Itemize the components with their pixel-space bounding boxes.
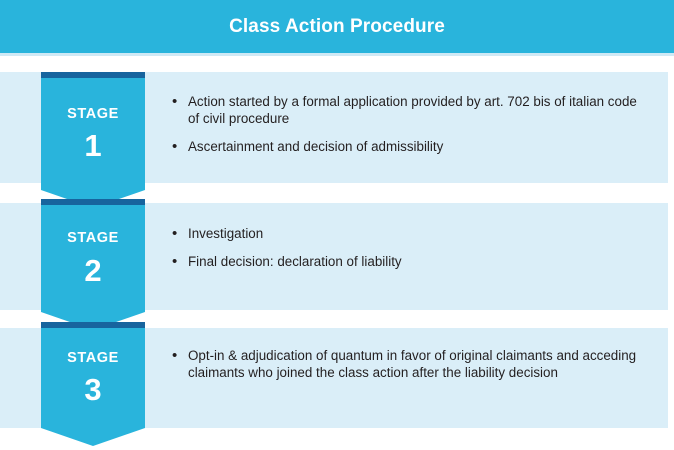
bullet-text: Ascertainment and decision of admissibil… (188, 139, 444, 154)
list-item: • Action started by a formal application… (172, 93, 650, 127)
header-banner: Class Action Procedure (0, 0, 674, 53)
bullet-text: Investigation (188, 226, 264, 241)
stage-content-3: • Opt-in & adjudication of quantum in fa… (172, 347, 650, 381)
stage-content-1: • Action started by a formal application… (172, 93, 650, 155)
bullet-text: Final decision: declaration of liability (188, 254, 402, 269)
page-title: Class Action Procedure (229, 16, 445, 37)
bullet-dot-icon: • (172, 93, 178, 110)
stage-label-1: STAGE (67, 105, 119, 122)
bullet-text: Action started by a formal application p… (188, 94, 637, 126)
stage-number-1: 1 (84, 128, 102, 164)
bullet-text: Opt-in & adjudication of quantum in favo… (188, 348, 637, 380)
bullet-dot-icon: • (172, 253, 178, 270)
list-item: • Ascertainment and decision of admissib… (172, 138, 650, 155)
bullet-dot-icon: • (172, 225, 178, 242)
stage-banner-body-1: STAGE 1 (41, 78, 145, 190)
list-item: • Opt-in & adjudication of quantum in fa… (172, 347, 650, 381)
stage-banner-topbar-3 (41, 322, 145, 328)
stage-number-2: 2 (84, 252, 102, 288)
stage-row-3: STAGE 3 • Opt-in & adjudication of quant… (0, 322, 674, 450)
stage-banner-topbar-2 (41, 199, 145, 205)
stage-label-2: STAGE (67, 230, 119, 247)
stage-number-3: 3 (84, 372, 102, 408)
list-item: • Investigation (172, 225, 650, 242)
stage-banner-topbar-1 (41, 72, 145, 78)
stage-banner-body-2: STAGE 2 (41, 205, 145, 312)
stage-row-2: STAGE 2 • Investigation • Final decision… (0, 199, 674, 331)
stage-content-2: • Investigation • Final decision: declar… (172, 225, 650, 270)
stage-row-1: STAGE 1 • Action started by a formal app… (0, 72, 674, 208)
bullet-dot-icon: • (172, 138, 178, 155)
stage-chevron-point-icon-3 (41, 428, 145, 446)
stage-label-3: STAGE (67, 349, 119, 366)
list-item: • Final decision: declaration of liabili… (172, 253, 650, 270)
bullet-dot-icon: • (172, 347, 178, 364)
header-underline-divider (0, 53, 674, 56)
stage-banner-body-3: STAGE 3 (41, 328, 145, 428)
